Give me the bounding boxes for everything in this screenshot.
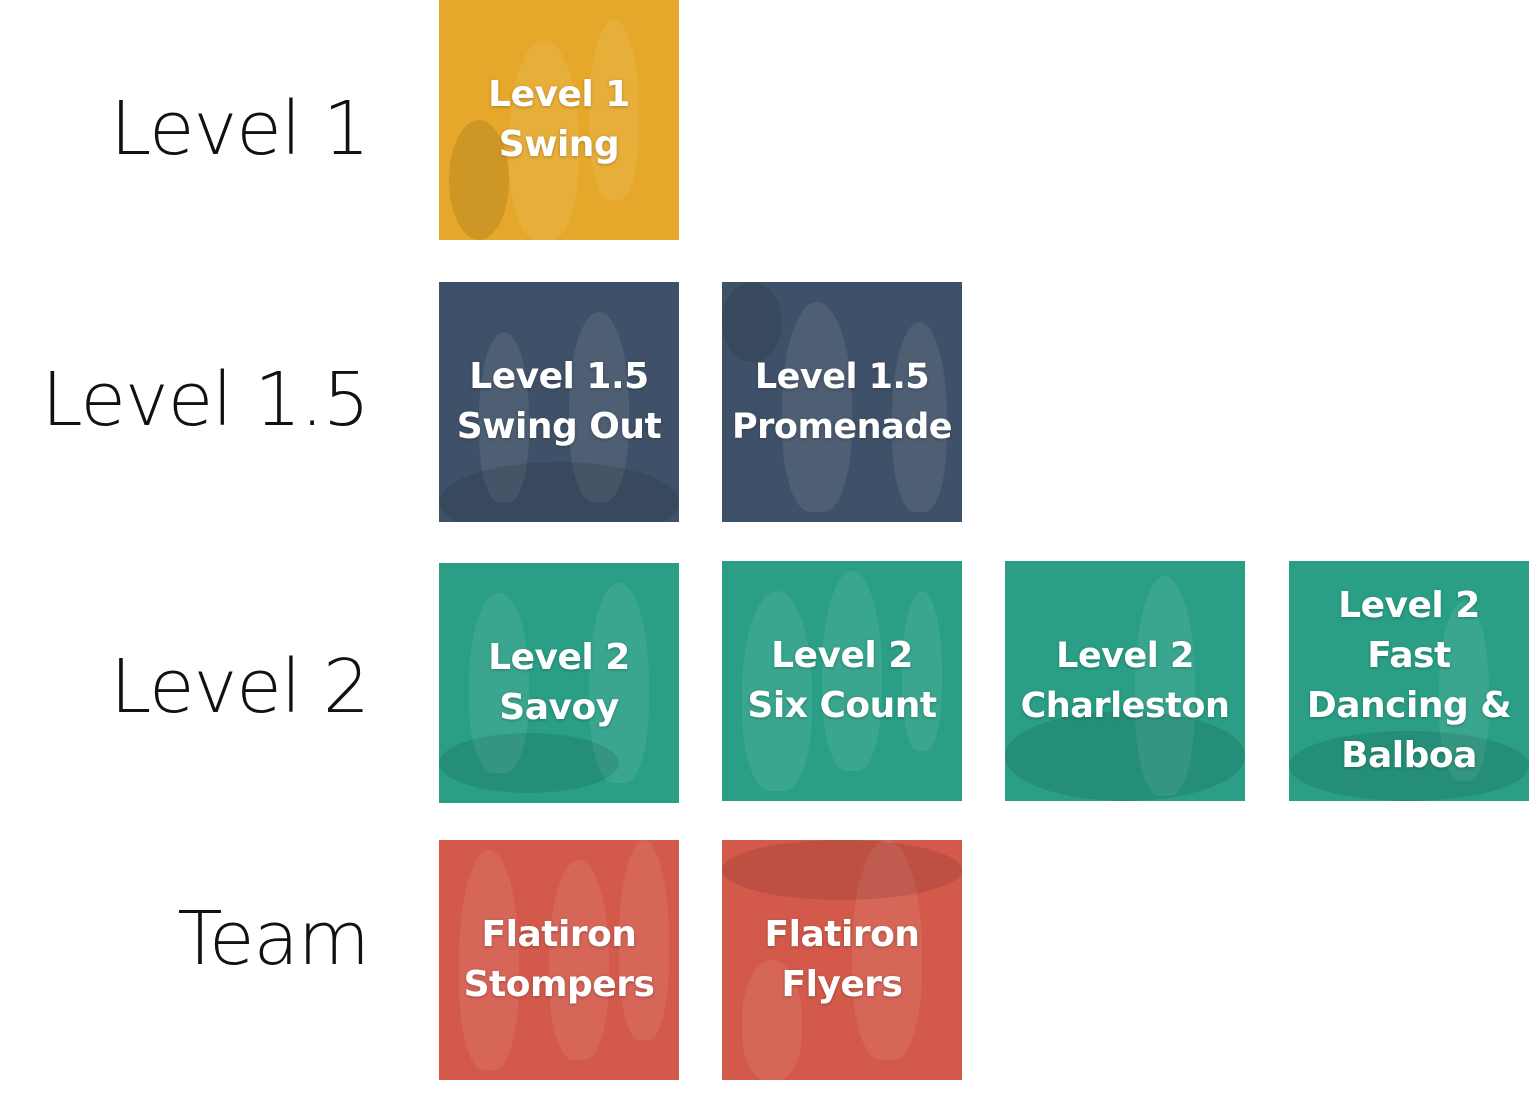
tile-title: Level 1.5 Promenade: [732, 357, 953, 447]
tile-title: Level 1 Swing: [488, 74, 630, 165]
team-tile-flatiron-flyers[interactable]: Flatiron Flyers: [722, 840, 962, 1080]
row-label-team: Team: [177, 896, 370, 982]
tile-title: Flatiron Flyers: [764, 914, 920, 1005]
team-tile-flatiron-stompers[interactable]: Flatiron Stompers: [439, 840, 679, 1080]
row-label-level-1: Level 1: [110, 86, 370, 172]
tile-title: Level 2 Charleston: [1020, 636, 1230, 726]
class-tile-level-2-savoy[interactable]: Level 2 Savoy: [439, 563, 679, 803]
tile-title: Level 1.5 Swing Out: [456, 356, 662, 447]
class-tile-level-1-5-swing-out[interactable]: Level 1.5 Swing Out: [439, 282, 679, 522]
class-tile-level-2-fast-dancing-balboa[interactable]: Level 2 Fast Dancing & Balboa: [1289, 561, 1529, 801]
tile-title: Level 2 Fast Dancing & Balboa: [1306, 585, 1512, 776]
tile-title: Level 2 Savoy: [488, 637, 630, 728]
class-tile-level-2-charleston[interactable]: Level 2 Charleston: [1005, 561, 1245, 801]
class-tile-level-1-5-promenade[interactable]: Level 1.5 Promenade: [722, 282, 962, 522]
class-tile-level-1-swing[interactable]: Level 1 Swing: [439, 0, 679, 240]
class-tile-level-2-six-count[interactable]: Level 2 Six Count: [722, 561, 962, 801]
row-label-level-1-5: Level 1.5: [41, 357, 370, 443]
tile-title: Flatiron Stompers: [463, 914, 655, 1005]
tile-title: Level 2 Six Count: [747, 635, 937, 726]
row-label-level-2: Level 2: [110, 644, 370, 730]
